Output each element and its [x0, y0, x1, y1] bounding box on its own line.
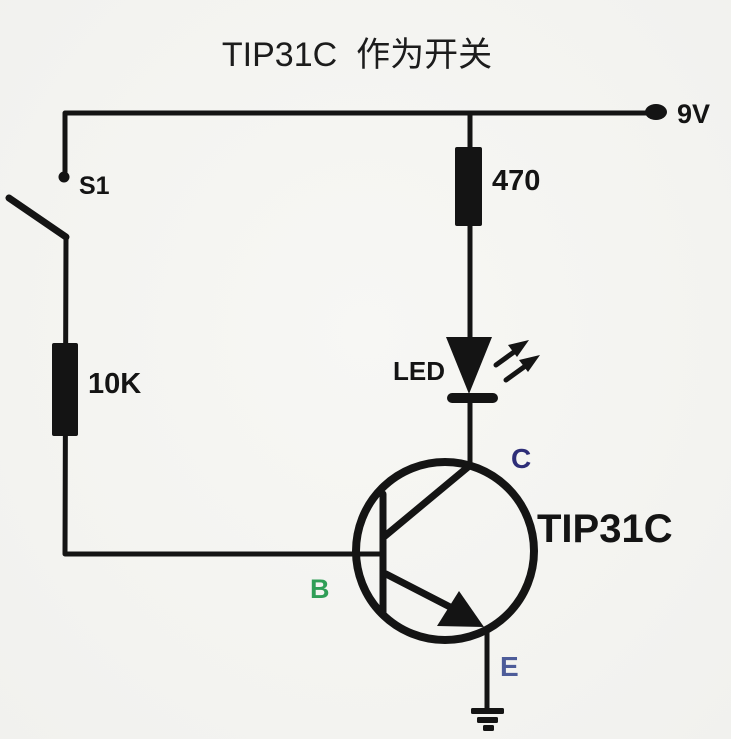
ground-bar-1 [471, 708, 504, 714]
supply-terminal-dot [645, 104, 667, 120]
led-arrow-2-shaft [503, 364, 527, 383]
emitter-pin-label: E [500, 651, 519, 682]
ground-symbol [471, 708, 504, 731]
wire-base-branch [62, 234, 386, 557]
led-light-arrows [493, 340, 540, 383]
switch-contact-dot [58, 171, 70, 183]
transistor-collector-lead [381, 463, 472, 540]
transistor-part-label: TIP31C [537, 507, 673, 551]
wire-top-rail [62, 110, 658, 175]
diagram-title: TIP31C 作为开关 [222, 36, 492, 74]
led-arrow-2-head [519, 355, 540, 372]
ground-bar-2 [477, 717, 498, 723]
transistor-circle [352, 458, 538, 644]
led-arrow-1-shaft [493, 349, 517, 368]
ground-bar-3 [483, 725, 494, 731]
collector-resistor-body [455, 147, 482, 226]
supply-voltage-label: 9V [677, 99, 710, 129]
switch-lever [5, 194, 70, 241]
base-resistor-label: 10K [88, 368, 141, 400]
transistor-emitter-arrowhead [437, 591, 484, 627]
led-arrow-1-head [508, 340, 529, 357]
switch-label: S1 [79, 172, 110, 200]
base-resistor-body [52, 343, 78, 436]
transistor-emitter-lead [382, 570, 456, 612]
collector-pin-label: C [511, 443, 531, 474]
collector-resistor-label: 470 [492, 165, 540, 197]
base-pin-label: B [310, 574, 330, 604]
led-anode-triangle [446, 337, 492, 394]
led-label: LED [393, 356, 445, 386]
